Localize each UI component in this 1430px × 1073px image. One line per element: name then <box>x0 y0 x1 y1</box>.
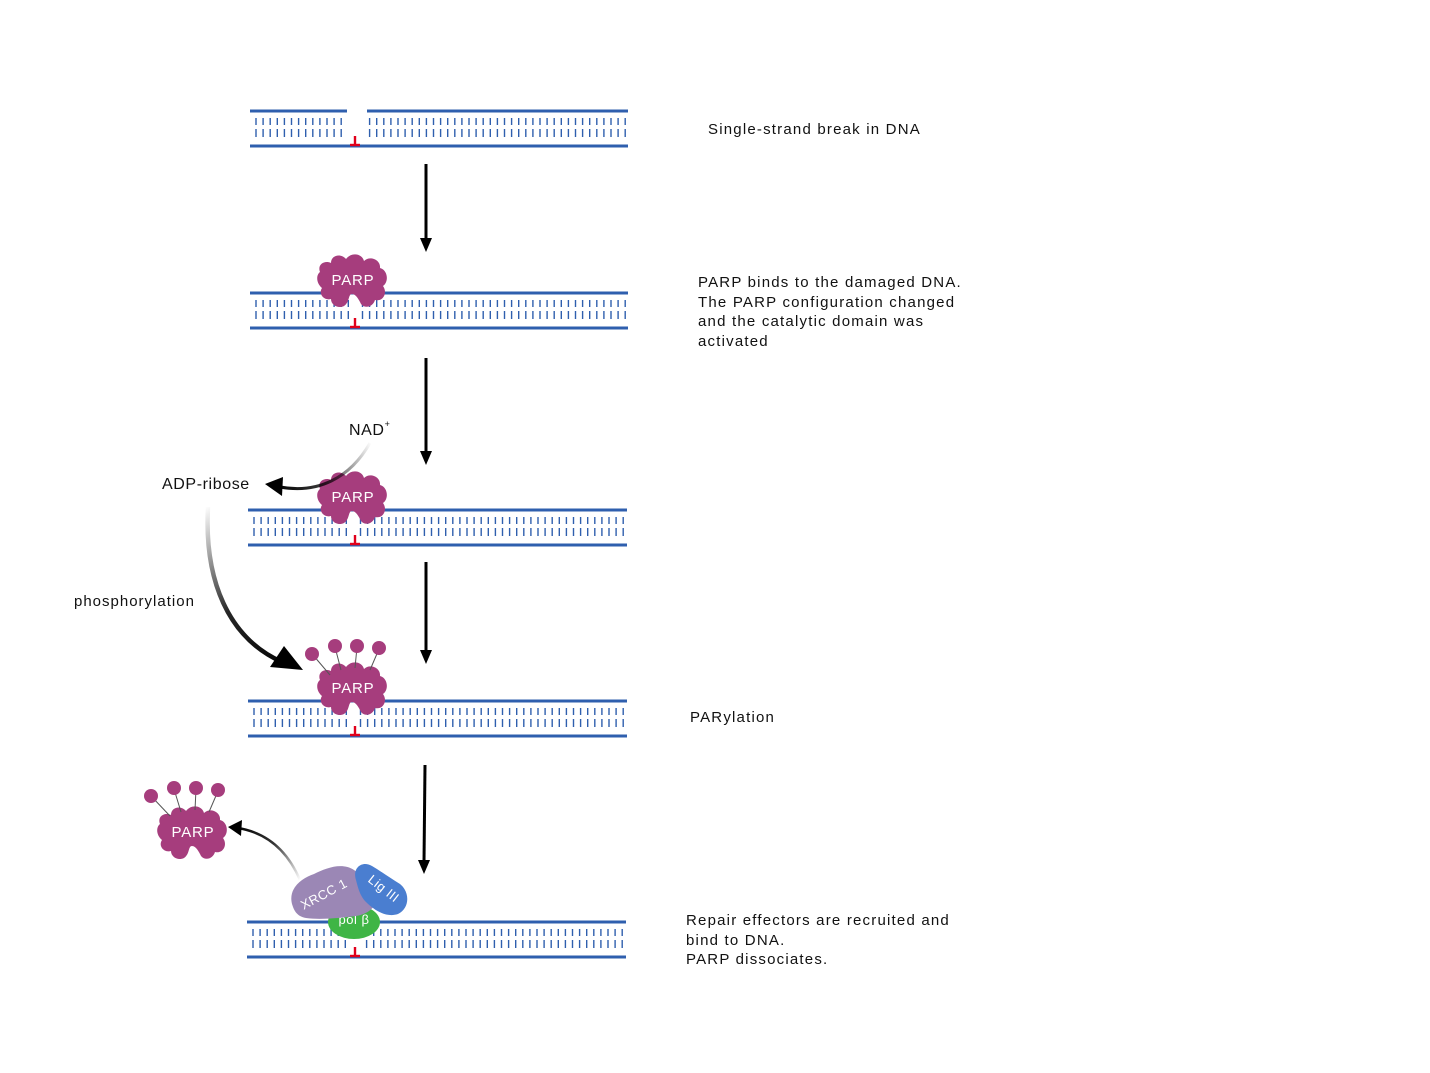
description-line: and the catalytic domain was <box>698 313 925 331</box>
parp-label: PARP <box>332 489 375 506</box>
nad-to-adp-arrow <box>265 442 372 496</box>
description-line: PARP dissociates. <box>686 951 829 969</box>
dna-double-strand <box>248 508 627 547</box>
description-line: Single-strand break in DNA <box>708 121 921 138</box>
parp-protein-dissociated: PARP <box>157 806 227 860</box>
description-line: Repair effectors are recruited and <box>686 912 950 929</box>
description-line: The PARP configuration changed <box>698 293 956 311</box>
step-description: Single-strand break in DNA <box>708 120 921 140</box>
dna-break-marker <box>350 318 360 329</box>
parp-protein: PARP <box>317 471 387 525</box>
nad-label: NAD+ <box>349 419 390 439</box>
step-arrow <box>420 562 432 664</box>
parp-protein-parylated: PARP <box>317 662 387 716</box>
step-arrow <box>420 164 432 252</box>
parp-label: PARP <box>332 272 375 289</box>
parp-label: PARP <box>332 680 375 697</box>
adp-ribose-label: ADP-ribose <box>162 476 250 493</box>
phosphorylation-arrow <box>205 506 303 670</box>
description-line: PARylation <box>690 709 776 726</box>
lig3-protein: Lig III <box>355 863 408 916</box>
xrcc1-protein: XRCC 1 <box>291 866 377 919</box>
step-arrow <box>420 358 432 465</box>
step-arrow <box>418 764 430 874</box>
parp-protein: PARP <box>317 254 387 308</box>
description-line: bind to DNA. <box>686 931 786 949</box>
parp-label: PARP <box>172 824 215 841</box>
description-line: activated <box>698 333 769 351</box>
dna-break-marker <box>350 726 360 737</box>
step-description: Repair effectors are recruited and bind t… <box>686 911 950 970</box>
par-chain <box>144 781 225 803</box>
phosphorylation-label: phosphorylation <box>74 593 195 610</box>
par-chain <box>305 639 386 661</box>
step-description: PARylation <box>690 708 775 728</box>
step-description: PARP binds to the damaged DNA. The PARP c… <box>698 273 962 352</box>
dna-break-marker <box>350 947 360 958</box>
dna-double-strand <box>248 699 627 738</box>
dna-double-strand <box>250 291 628 330</box>
description-line: PARP binds to the damaged DNA. <box>698 274 962 291</box>
dna-break-marker <box>350 535 360 546</box>
dna-break-marker <box>350 136 360 147</box>
dna-double-strand <box>250 109 628 148</box>
parp-dissociation-arrow <box>228 820 302 881</box>
dna-double-strand <box>247 920 626 959</box>
